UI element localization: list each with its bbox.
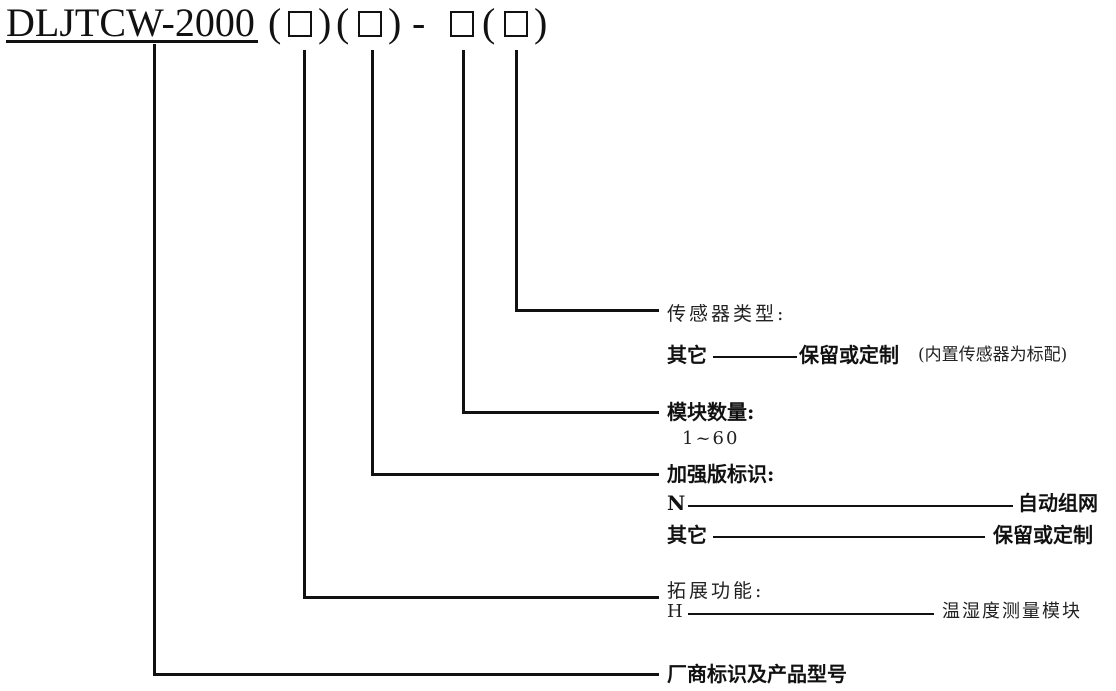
enhanced-flag-option-other-leader [713,536,985,538]
enhanced-flag-heading: 加强版标识: [667,462,775,486]
sensor-type-option-code: 其它 [667,343,707,367]
sensor-type-option-note: (内置传感器为标配) [918,345,1068,365]
connector-vendor-horizontal [153,673,659,676]
extension-option-h-meaning: 温湿度测量模块 [942,601,1082,622]
dash-glyph: - [412,0,426,45]
extension-heading: 拓展功能: [667,580,765,602]
slot-4-close-paren: ) [534,0,548,45]
extension-option-h-code: H [667,601,685,622]
sensor-type-option-leader [713,356,797,358]
connector-enhanced-horizontal [371,473,659,476]
vendor-model-heading: 厂商标识及产品型号 [667,662,847,686]
enhanced-flag-option-n-leader [688,505,1013,507]
slot-2-close-paren: ) [388,0,402,45]
connector-module-count-vertical [462,50,465,414]
connector-module-count-horizontal [462,411,659,414]
connector-sensor-type-horizontal [515,309,659,312]
slot-1-close-paren: ) [318,0,332,45]
connector-extension-horizontal [303,596,659,599]
sensor-type-heading: 传感器类型: [667,303,787,325]
enhanced-flag-option-n-code: N [667,491,686,515]
connector-sensor-type-vertical [515,50,518,312]
connector-extension-vertical [303,50,306,599]
slot-1-box [288,11,312,37]
connector-vendor-vertical [153,44,156,676]
module-count-heading: 模块数量: [667,400,755,424]
connector-enhanced-vertical [371,50,374,476]
slot-2-open-paren: ( [336,0,350,45]
enhanced-flag-option-other-code: 其它 [667,523,707,547]
model-code-underline [6,40,258,43]
model-code: DLJTCW-2000 [6,0,255,45]
extension-option-h-leader [688,613,934,615]
enhanced-flag-option-n-meaning: 自动组网 [1018,491,1098,515]
slot-4-open-paren: ( [482,0,496,45]
slot-2-box [358,11,382,37]
slot-1-open-paren: ( [268,0,282,45]
slot-3-box [450,11,474,37]
module-count-range: 1~60 [682,428,740,449]
sensor-type-option-meaning: 保留或定制 [799,343,899,367]
slot-4-box [504,11,528,37]
enhanced-flag-option-other-meaning: 保留或定制 [993,523,1093,547]
